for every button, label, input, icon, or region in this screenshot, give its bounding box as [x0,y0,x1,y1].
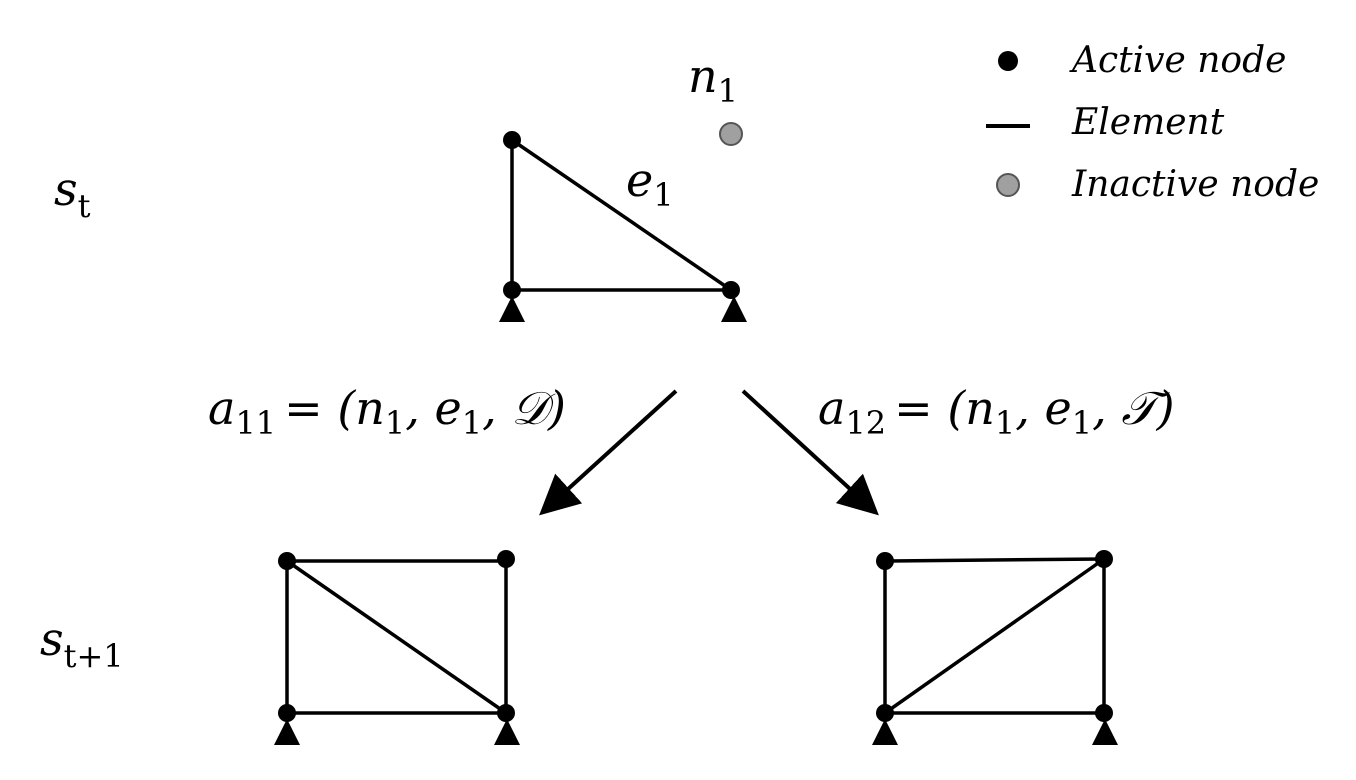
structure-next-right [872,550,1118,745]
support-triangle [274,719,300,745]
active-node [497,704,515,722]
action-label-right: a12= (n1, e1, 𝒯) [818,381,1175,442]
active-node [1095,550,1113,568]
action-label-left: a11= (n1, e1, 𝒟) [208,381,566,442]
active-node [278,704,296,722]
element-diagonal [286,559,507,715]
support-triangle [1092,719,1118,745]
element-diagonal [883,557,1106,715]
active-node [876,552,894,570]
active-node [722,281,740,299]
state-current-sub: t [78,187,91,225]
active-node [1095,704,1113,722]
active-node [497,550,515,568]
active-node [503,131,521,149]
legend: Active node Element Inactive node [986,40,1319,205]
active-node [876,704,894,722]
support-triangle [499,296,525,322]
transition-arrow-left [539,389,678,516]
structure-current: n1 e1 [499,49,747,322]
structure-next-left [274,550,520,745]
active-node [278,552,296,570]
legend-inactive-node-label: Inactive node [1071,164,1319,205]
legend-active-node-label: Active node [1069,40,1286,81]
state-next-sub: t+1 [64,637,124,675]
element [884,557,1105,563]
element-e1 [511,138,732,292]
state-label-next: st+1 [40,612,124,675]
support-triangle [721,296,747,322]
state-label-current: st [54,162,91,225]
legend-active-node-icon [998,51,1018,71]
legend-element-label: Element [1071,102,1225,143]
state-next-main: s [40,612,64,666]
support-triangle [872,719,898,745]
state-current-main: s [54,162,78,216]
inactive-node-n1 [719,122,743,146]
active-node [503,281,521,299]
node-label-n1: n1 [688,49,738,110]
transition-arrow-right [741,389,879,516]
element-label-e1: e1 [626,153,674,214]
support-triangle [494,719,520,745]
legend-inactive-node-icon [996,173,1020,197]
